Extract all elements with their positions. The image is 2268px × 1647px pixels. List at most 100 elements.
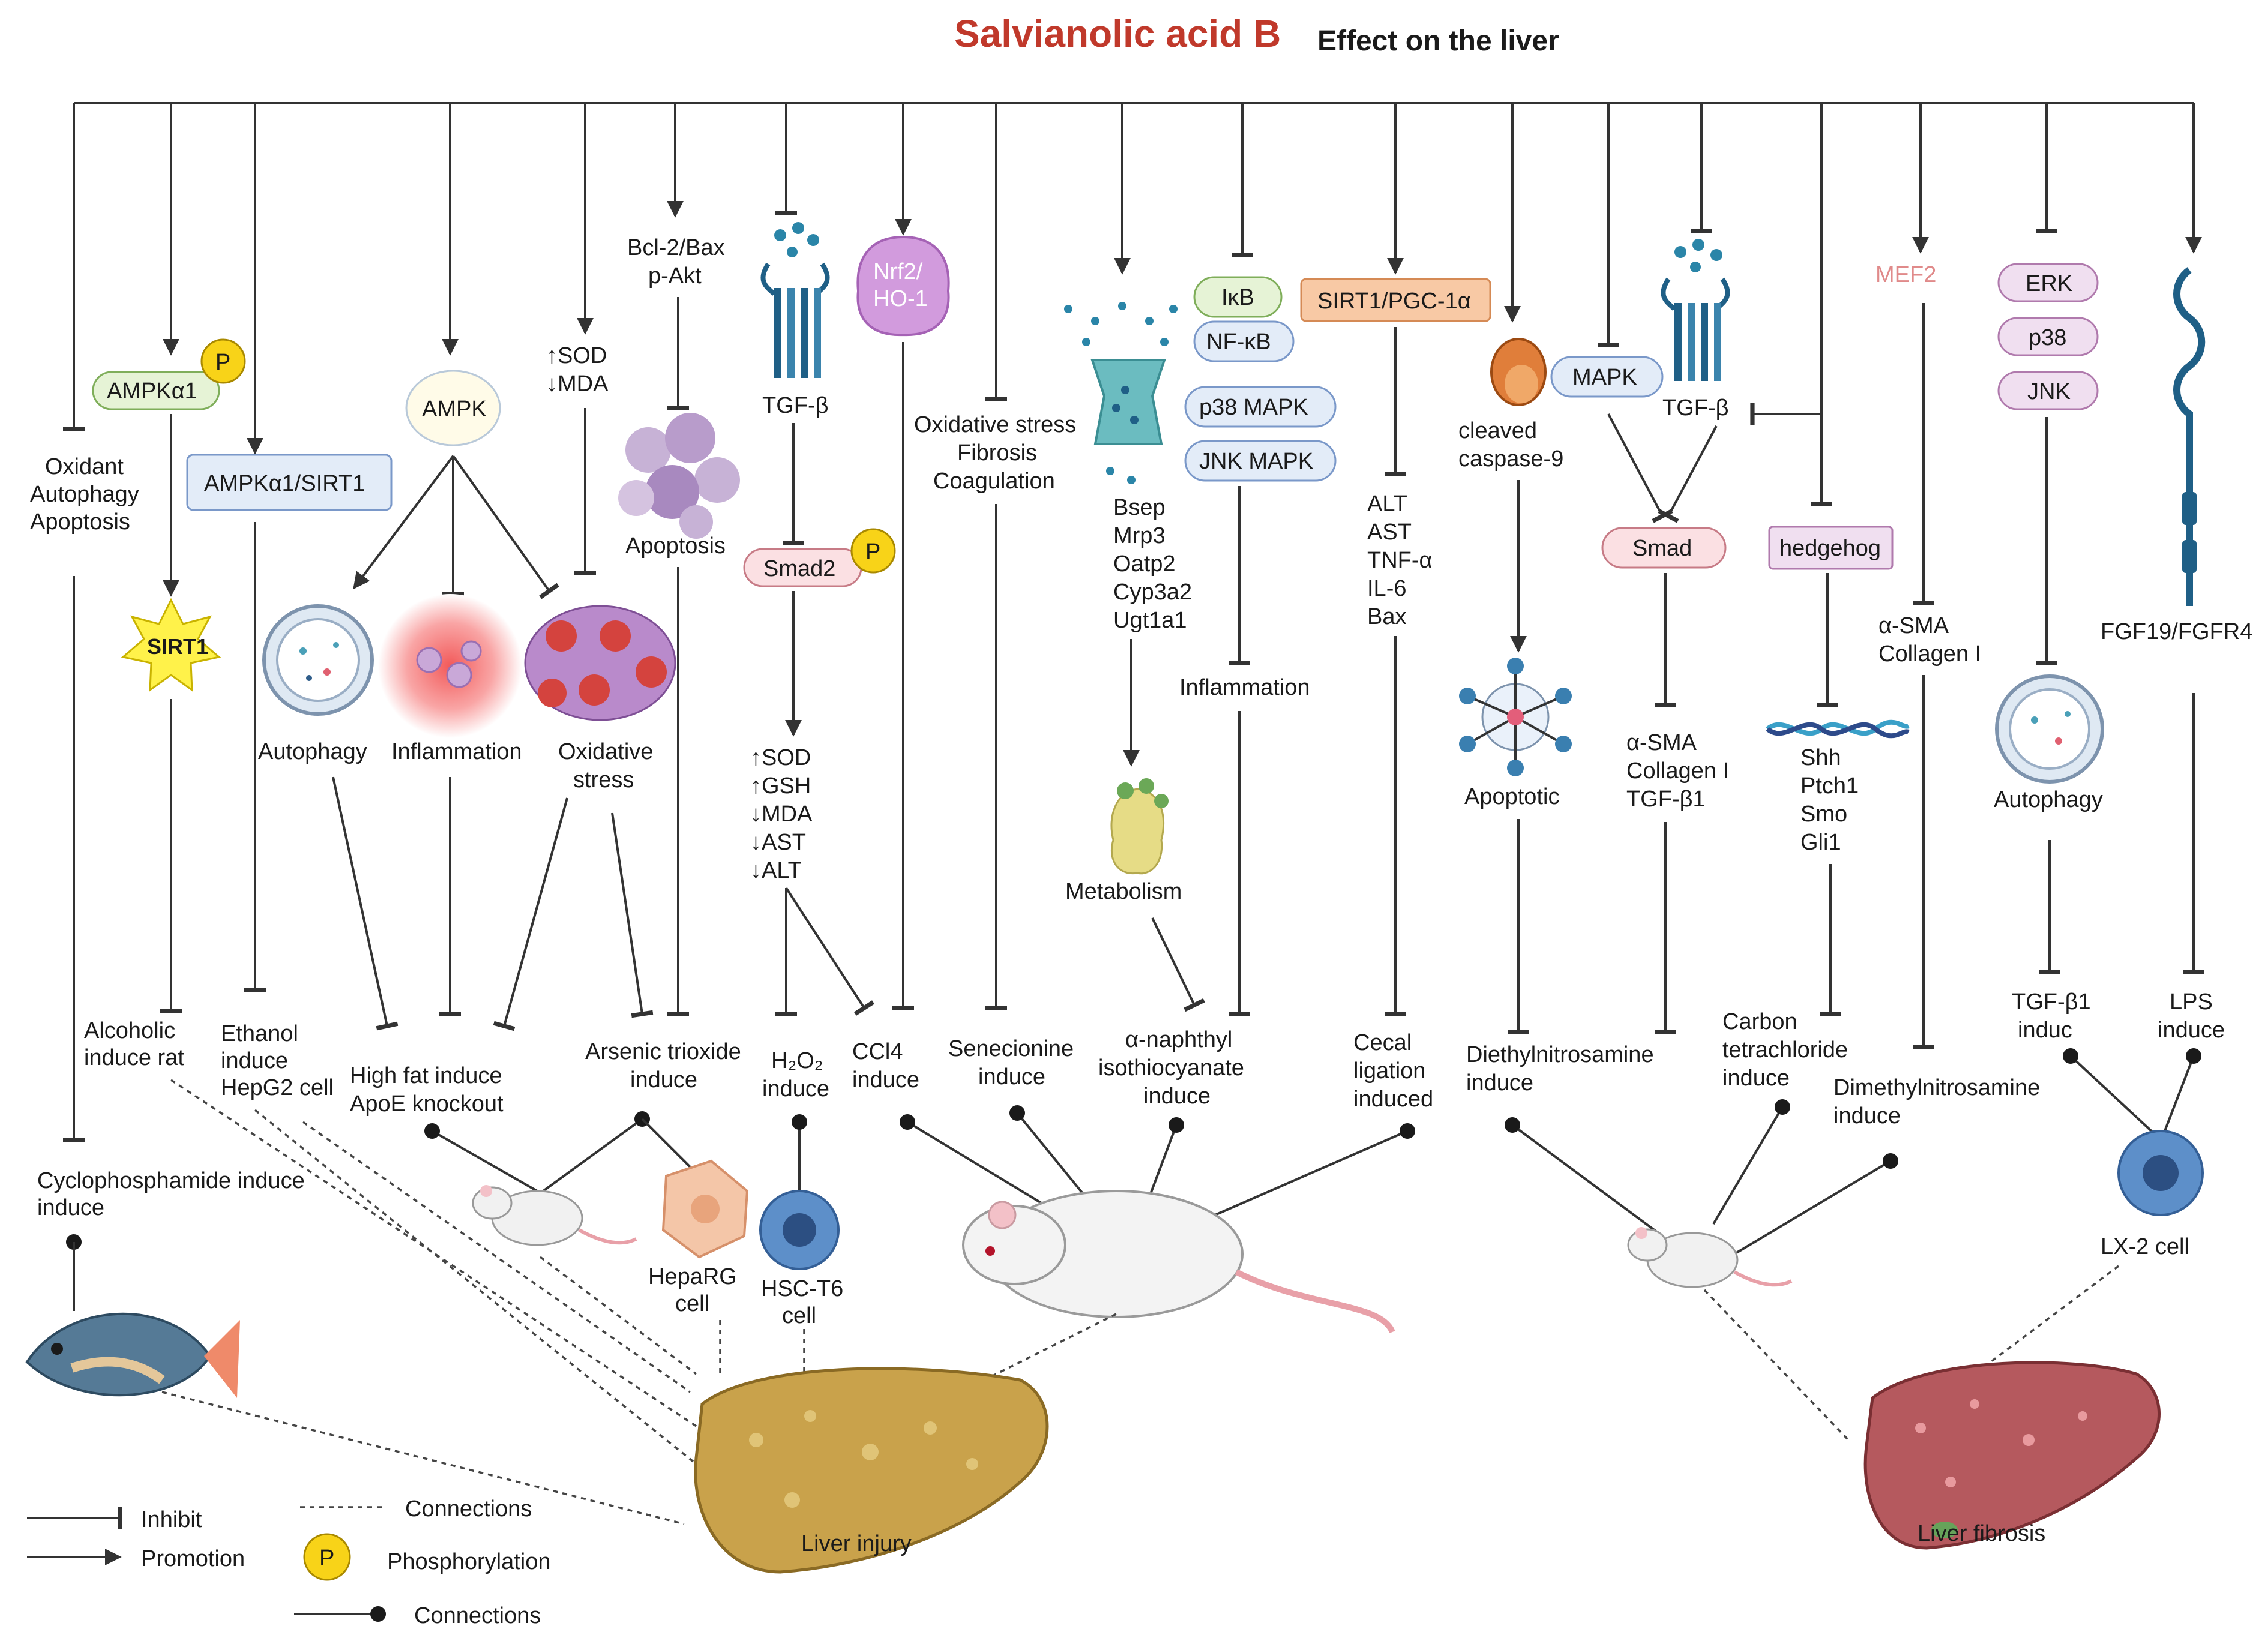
c11-effect-inflammation: Inflammation: [1179, 675, 1310, 700]
c1-process-apoptosis: Apoptosis: [30, 509, 130, 535]
c14-model-line2: tetrachloride: [1722, 1037, 1848, 1063]
c5-model-line2: induce: [630, 1067, 697, 1093]
c6-marker-bcl2: Bcl-2/Bax: [627, 235, 725, 260]
c2-ampka1-label: AMPKα1: [107, 379, 197, 404]
c12-marker-ast: AST: [1367, 520, 1412, 545]
c6-marker-pakt: p-Akt: [648, 263, 702, 289]
c1-model: Cyclophosphamide induce: [37, 1168, 305, 1193]
c10-model-line3: induce: [1143, 1084, 1211, 1109]
c10-model-line1: α-naphthyl: [1125, 1027, 1232, 1052]
legend-connections-dotted: Connections: [405, 1496, 532, 1522]
c7-marker-gsh: ↑GSH: [750, 773, 811, 799]
c4-ampk-label: AMPK: [422, 397, 487, 422]
c9-model-line1: Senecionine: [948, 1036, 1074, 1061]
column-12-cecal: SIRT1/PGC-1α ALT AST TNF-α IL-6 Bax Ceca…: [1300, 103, 1491, 1112]
lx2-label: LX-2 cell: [2101, 1234, 2189, 1259]
c13-label-cleaved: cleaved: [1458, 418, 1537, 443]
c15-gene-ptch1: Ptch1: [1800, 773, 1859, 799]
c3-model-line1: Ethanol: [221, 1021, 298, 1046]
c9-process-fibrosis: Fibrosis: [957, 440, 1037, 466]
c15-gene-shh: Shh: [1800, 745, 1841, 770]
c7-model-line1: H₂O₂: [771, 1048, 823, 1073]
c14-marker-asma: α-SMA: [1626, 730, 1697, 755]
c10-model-line2: isothiocyanate: [1098, 1055, 1244, 1081]
column-8-ccl4: Nrf2/ HO-1 CCl4 induce: [852, 103, 950, 1093]
column-1-cyclophosphamide: Oxidant Autophagy Apoptosis Cyclophospha…: [30, 103, 305, 1311]
column-10-anit: Bsep Mrp3 Oatp2 Cyp3a2 Ugt1a1 Metabolism…: [1064, 103, 1244, 1109]
c8-model-line1: CCl4: [852, 1039, 903, 1064]
c17-p38-label: p38: [2029, 325, 2066, 350]
apoptotic-cell-icon: [618, 413, 740, 539]
c9-process-oxidative: Oxidative stress: [914, 412, 1076, 437]
c6-effect-apoptosis: Apoptosis: [625, 533, 726, 559]
c14-mapk-label: MAPK: [1572, 365, 1637, 390]
legend: Inhibit Promotion Connections P Phosphor…: [27, 1496, 551, 1628]
rat-icon-small-left: [472, 1185, 637, 1246]
c14-mapk-pill: [1550, 356, 1664, 398]
c11-ikb-label: IκB: [1221, 285, 1254, 310]
c7-receptor-label: TGF-β: [762, 393, 829, 418]
liver-injury-label: Liver injury: [801, 1531, 912, 1556]
dotted-connections: [161, 1079, 2120, 1525]
column-11-inflammation: IκB NF-κB p38 MAPK JNK MAPK Inflammation: [1179, 103, 1337, 1016]
legend-phospho-badge: [303, 1533, 351, 1581]
nrf2-ho1-cell-icon: [856, 235, 950, 337]
liver-fibrosis-icon: [1863, 1361, 2161, 1550]
c3-ampka1-sirt1-box: [186, 454, 393, 511]
c3-model-line3: HepG2 cell: [221, 1075, 334, 1100]
c16-model-line2: induce: [1833, 1103, 1901, 1129]
c17-jnk-label: JNK: [2027, 379, 2071, 404]
c7-marker-alt: ↓ALT: [750, 858, 802, 883]
phospho-badge: [200, 338, 246, 384]
autophagy-vesicle-icon: [262, 604, 374, 716]
tgf-beta-receptor-icon-2: [1661, 239, 1730, 381]
column-14-ccl4: MAPK TGF-β Smad α-SMA Collagen I TGF-β1 …: [1550, 103, 1848, 1091]
c18-model-line1: LPS: [2170, 989, 2213, 1015]
phospho-badge: [850, 528, 896, 574]
c12-marker-bax: Bax: [1367, 604, 1406, 629]
c10-transporter-cyp3a2: Cyp3a2: [1113, 580, 1192, 605]
c13-model-line2: induce: [1466, 1070, 1533, 1096]
column-5-arsenic: ↑SOD ↓MDA Arsenic trioxide induce: [546, 103, 741, 1093]
column-17-tgfb1: ERK p38 JNK Autophagy TGF-β1 induc: [1994, 103, 2104, 1043]
c2-sirt1-label: SIRT1: [147, 634, 208, 659]
c12-marker-alt: ALT: [1367, 491, 1407, 517]
model-connections: [424, 1048, 2201, 1255]
hsc-t6-label-2: cell: [782, 1303, 816, 1328]
c14-marker-collagen: Collagen I: [1626, 758, 1729, 784]
c11-nfkb-pill: [1193, 320, 1295, 362]
c5-model-line1: Arsenic trioxide: [585, 1039, 741, 1064]
sirt1-burst-icon: [121, 598, 221, 692]
c9-model-line2: induce: [978, 1064, 1045, 1090]
c14-marker-tgfb1: TGF-β1: [1626, 787, 1706, 812]
c17-jnk-pill: [1997, 371, 2099, 410]
column-2-alcoholic: AMPKα1 P SIRT1 Alcoholic induce rat: [84, 103, 246, 1070]
c15-hedgehog-box: [1768, 526, 1894, 570]
oxidative-stress-icon: [524, 605, 676, 721]
c15-gene-smo: Smo: [1800, 802, 1847, 827]
rat-icon-large: [962, 1190, 1395, 1334]
c11-ikb-pill: [1193, 276, 1283, 318]
c15-hedgehog-label: hedgehog: [1779, 536, 1881, 561]
c3-box-label: AMPKα1/SIRT1: [204, 471, 365, 496]
c17-erk-label: ERK: [2026, 271, 2072, 296]
c12-marker-tnf: TNF-α: [1367, 548, 1433, 573]
c11-nfkb-label: NF-κB: [1206, 329, 1271, 355]
c4-model-line2: ApoE knockout: [350, 1091, 504, 1117]
c8-nrf2-line1: Nrf2/: [873, 259, 923, 284]
legend-promotion: Promotion: [141, 1546, 245, 1571]
c10-transporter-mrp3: Mrp3: [1113, 523, 1166, 548]
tgf-beta-receptor-icon: [760, 222, 830, 378]
c4-effect-inflammation: Inflammation: [391, 739, 522, 764]
c14-receptor-label: TGF-β: [1662, 395, 1729, 421]
c11-p38-label: p38 MAPK: [1199, 395, 1308, 420]
lx2-cell-icon: [2117, 1130, 2204, 1216]
column-16-dmn: MEF2 α-SMA Collagen I Dimethylnitrosamin…: [1833, 103, 2040, 1129]
c1-process-autophagy: Autophagy: [30, 482, 139, 507]
c5-marker-mda: ↓MDA: [546, 371, 609, 397]
c14-smad-pill: [1601, 527, 1727, 569]
liver-fibrosis-label: Liver fibrosis: [1918, 1521, 2045, 1546]
c10-effect-metabolism: Metabolism: [1065, 879, 1182, 904]
svg-text:P: P: [865, 539, 880, 565]
